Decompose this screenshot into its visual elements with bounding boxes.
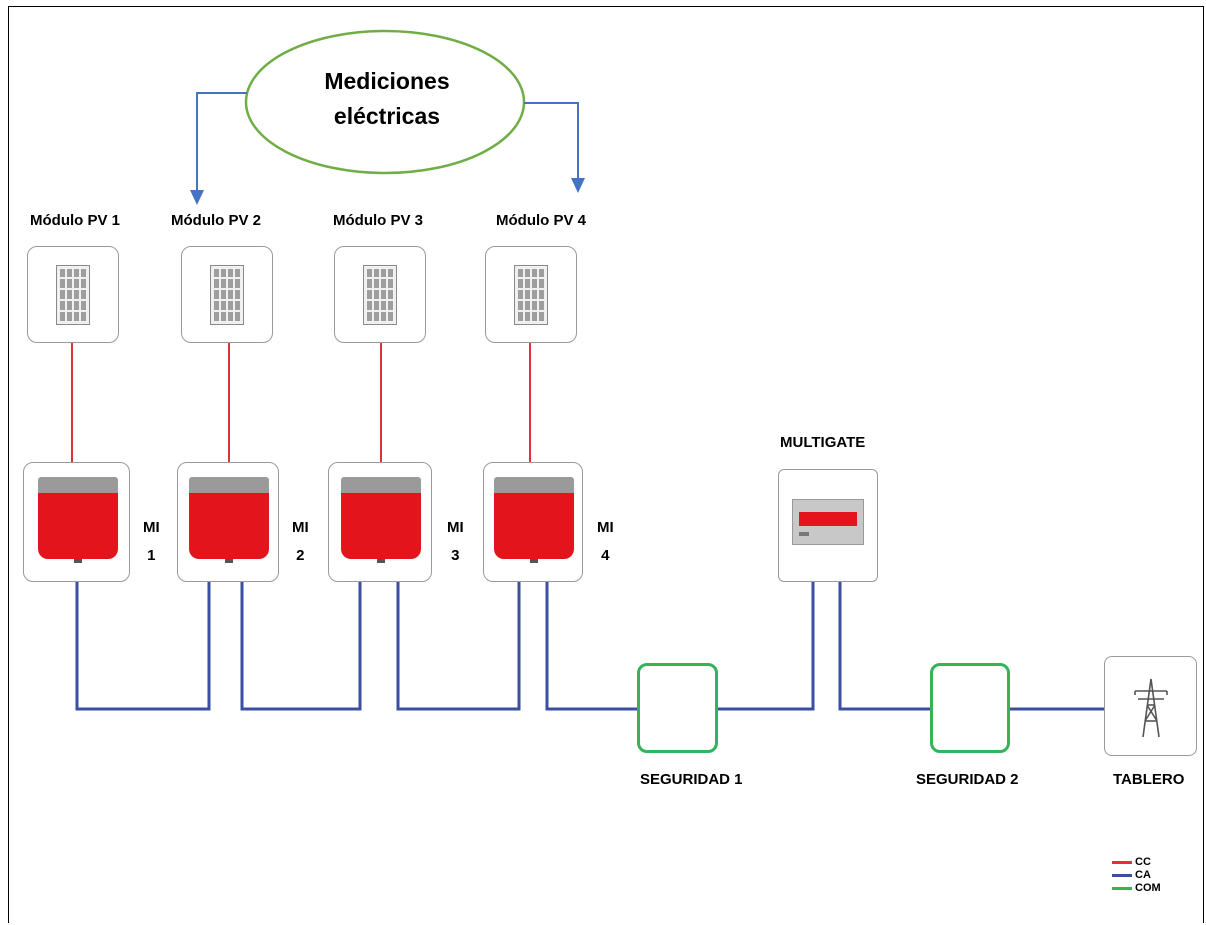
tablero-box (1104, 656, 1197, 756)
mi-label-1-b: 1 (147, 547, 156, 564)
inverter-icon (341, 477, 421, 563)
ac-link-4-seg1 (545, 582, 637, 711)
mi-label-4-b: 4 (601, 547, 610, 564)
module-label-4: Módulo PV 4 (496, 212, 586, 229)
pv-module-1 (27, 246, 119, 343)
ac-link-multigate-seg2 (838, 582, 930, 711)
mi-label-3-a: MI (447, 519, 464, 536)
mi-label-1: MI 1 (143, 514, 160, 570)
multigate-box (778, 469, 878, 582)
mi-label-4-a: MI (597, 519, 614, 536)
solar-panel-icon (210, 264, 244, 325)
legend-swatch-com (1112, 886, 1132, 890)
arrow-to-pv4 (524, 102, 579, 180)
module-label-2: Módulo PV 2 (171, 212, 261, 229)
legend-swatch-cc (1112, 860, 1132, 864)
dc-lines (71, 343, 531, 462)
ac-link-2-3 (240, 582, 362, 711)
micro-inverter-3 (328, 462, 432, 582)
legend-swatch-ca (1112, 873, 1132, 877)
seguridad-2-label: SEGURIDAD 2 (916, 771, 1019, 788)
pv-module-4 (485, 246, 577, 343)
arrow-head-pv4 (571, 178, 585, 193)
legend-label-com: COM (1135, 882, 1161, 894)
arrow-to-pv2 (196, 92, 247, 192)
mi-label-3: MI 3 (447, 514, 464, 570)
pv-module-3 (334, 246, 426, 343)
legend: CC CA COM (1112, 856, 1172, 904)
multigate-label: MULTIGATE (780, 434, 866, 451)
callout-arrows (196, 92, 579, 192)
micro-inverter-4 (483, 462, 583, 582)
solar-panel-icon (363, 264, 397, 325)
inverter-icon (494, 477, 574, 563)
ac-lines (75, 582, 1104, 711)
module-label-3: Módulo PV 3 (333, 212, 423, 229)
mi-label-2: MI 2 (292, 514, 309, 570)
legend-item-ca: CA (1112, 869, 1151, 881)
ac-link-1-2 (75, 582, 211, 711)
seguridad-1-box (637, 663, 718, 753)
legend-item-com: COM (1112, 882, 1161, 894)
legend-label-ca: CA (1135, 869, 1151, 881)
mi-label-4: MI 4 (597, 514, 614, 570)
pv-module-2 (181, 246, 273, 343)
diagram-frame (8, 6, 1204, 923)
callout-line-2: eléctricas (333, 103, 441, 129)
inverter-icon (189, 477, 269, 563)
legend-item-cc: CC (1112, 856, 1151, 868)
legend-label-cc: CC (1135, 856, 1151, 868)
ac-link-3-4 (396, 582, 521, 711)
seguridad-2-box (930, 663, 1010, 753)
callout-text: Mediciones eléctricas (287, 64, 487, 134)
module-label-1: Módulo PV 1 (30, 212, 120, 229)
inverter-icon (38, 477, 118, 563)
multigate-device-icon (792, 499, 864, 545)
callout-line-1: Mediciones (324, 68, 450, 94)
mi-label-2-a: MI (292, 519, 309, 536)
micro-inverter-1 (23, 462, 130, 582)
transmission-tower-icon (1134, 678, 1168, 738)
solar-panel-icon (56, 264, 90, 325)
seguridad-1-label: SEGURIDAD 1 (640, 771, 743, 788)
mi-label-3-b: 3 (451, 547, 460, 564)
micro-inverter-2 (177, 462, 279, 582)
arrow-head-pv2 (190, 190, 204, 205)
mi-label-2-b: 2 (296, 547, 305, 564)
ac-link-seg1-multigate (718, 582, 815, 711)
tablero-label: TABLERO (1113, 771, 1185, 788)
solar-panel-icon (514, 264, 548, 325)
mi-label-1-a: MI (143, 519, 160, 536)
